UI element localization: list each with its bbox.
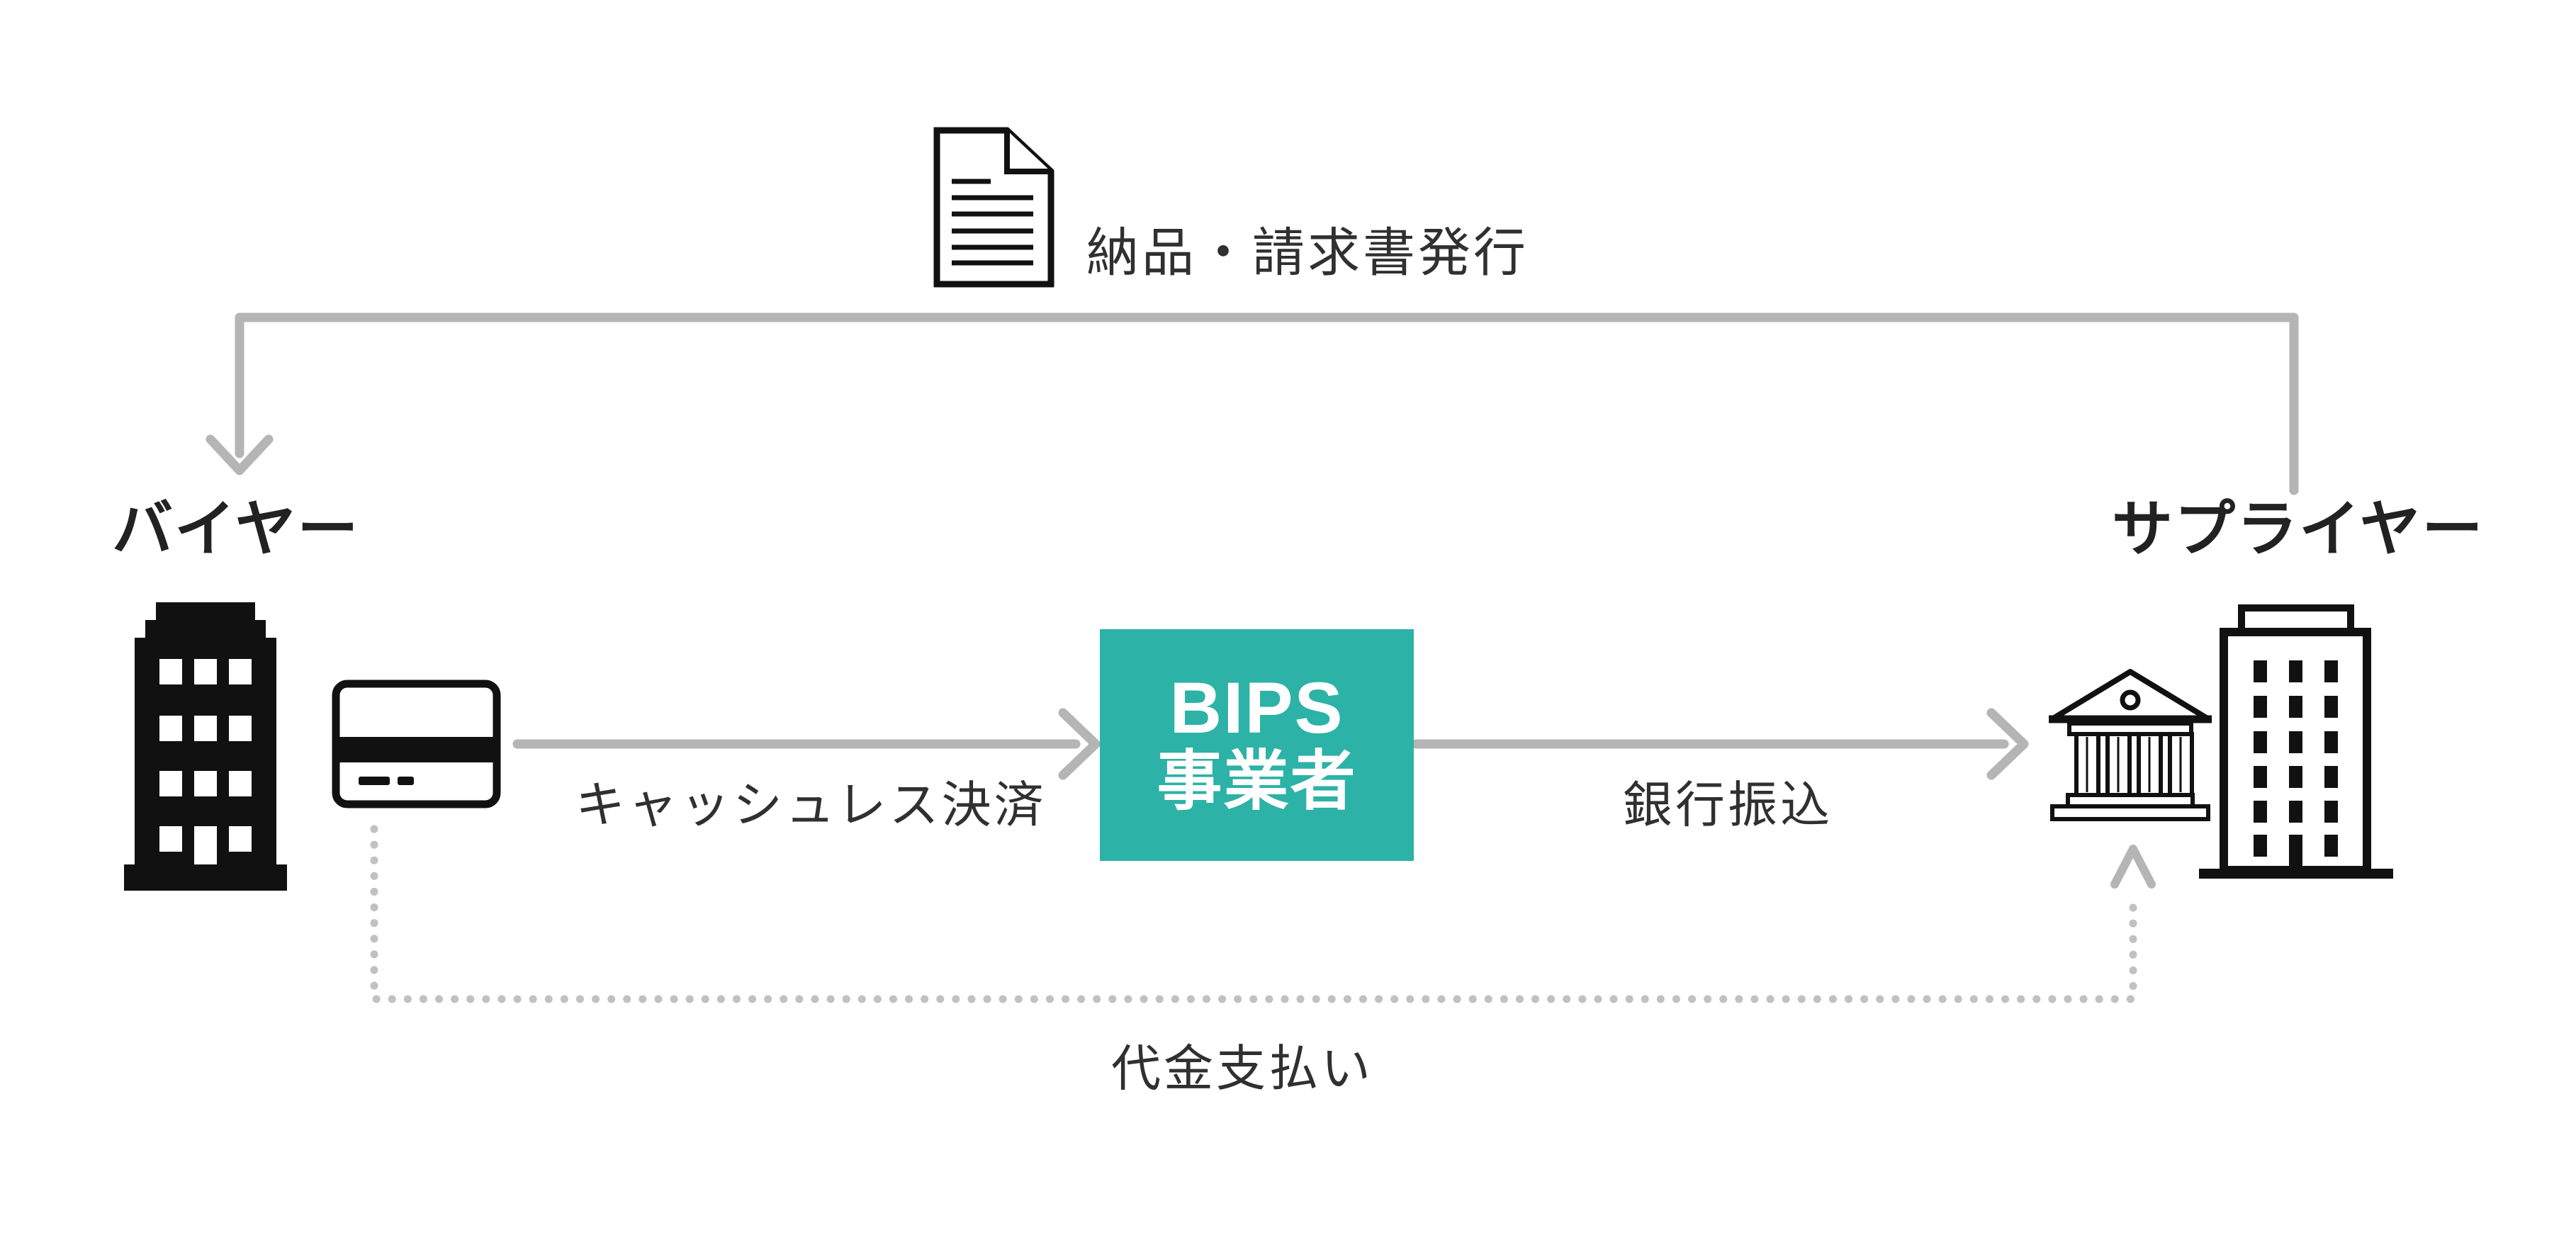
- bips-operator-node: BIPS 事業者: [1100, 629, 1414, 861]
- bips-node-subtitle: 事業者: [1157, 745, 1357, 818]
- arrow-right-icon: [1058, 708, 1101, 780]
- bank-transfer-label: 銀行振込: [1623, 777, 1833, 833]
- bank-transfer-arrow: [1411, 708, 2029, 780]
- buyer-node-label: バイヤー: [112, 495, 360, 563]
- invoice-flow-label: 納品・請求書発行: [1086, 223, 1529, 282]
- supplier-node-label: サプライヤー: [2112, 495, 2485, 563]
- cashless-payment-arrow: [512, 708, 1101, 780]
- bips-node-title: BIPS: [1169, 667, 1344, 748]
- document-icon: [933, 127, 1054, 288]
- payment-label: 代金支払い: [1111, 1041, 1373, 1096]
- invoice-flow-arrow: [206, 312, 2299, 495]
- credit-card-icon: [332, 680, 501, 808]
- building-outline-icon: [2199, 604, 2393, 879]
- payment-dotted-arrow: [370, 825, 2156, 1003]
- bank-icon: [2049, 669, 2212, 821]
- arrow-up-icon: [2110, 845, 2156, 889]
- arrow-right-icon: [1986, 708, 2029, 780]
- building-solid-icon: [124, 602, 287, 891]
- cashless-payment-label: キャッシュレス決済: [575, 777, 1047, 833]
- arrow-down-icon: [206, 434, 274, 475]
